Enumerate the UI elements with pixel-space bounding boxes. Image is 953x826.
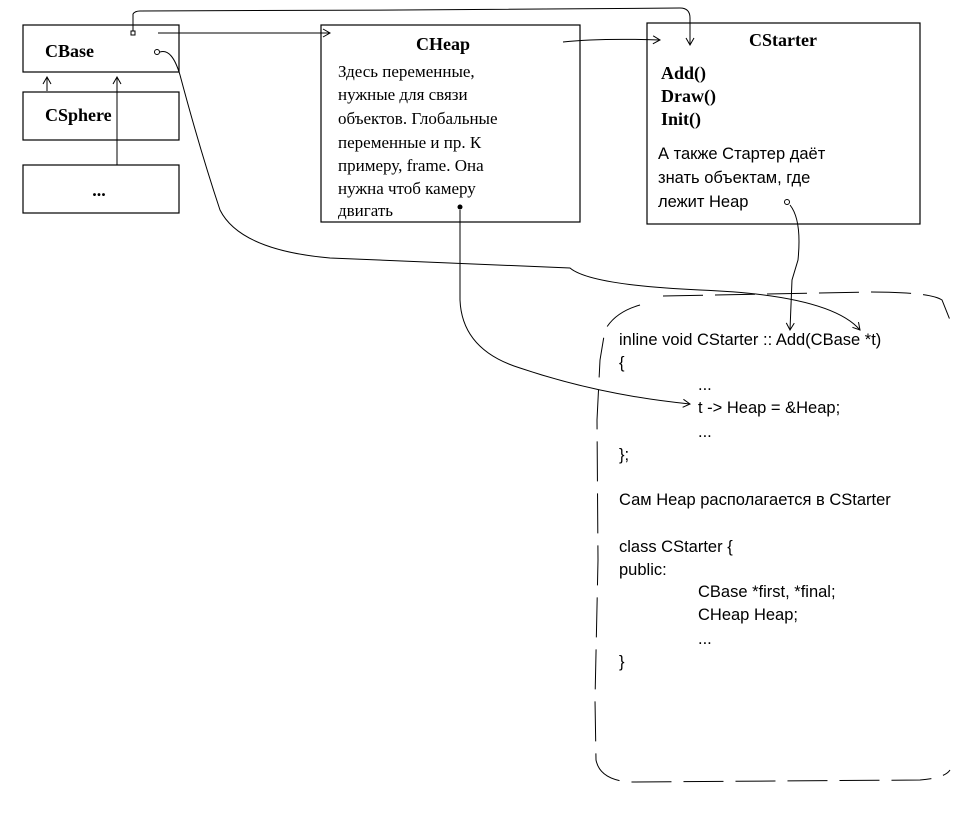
cstarter-box: CStarter Add() Draw() Init() А также Ста… bbox=[646, 22, 921, 225]
cstarter-text-line: знать объектам, где bbox=[658, 169, 810, 187]
connector-dot bbox=[154, 49, 160, 55]
cstarter-text-line: А также Стартер даёт bbox=[658, 145, 826, 163]
code-line: inline void CStarter :: Add(CBase *t) bbox=[619, 331, 881, 349]
csphere-box: CSphere bbox=[22, 91, 180, 141]
code-comment: Сам Heap располагается в CStarter bbox=[619, 491, 891, 509]
cbase-to-cstarter-arrow bbox=[132, 7, 695, 47]
code-region-border bbox=[594, 304, 951, 783]
cstarter-method: Add() bbox=[661, 63, 706, 84]
code-region-border bbox=[662, 291, 951, 321]
cheap-text-line: переменные и пр. К bbox=[338, 133, 482, 152]
connector-dot bbox=[784, 199, 790, 205]
cstarter-method: Init() bbox=[661, 109, 701, 130]
cbase-to-code-arrow bbox=[159, 50, 861, 331]
code-line: ... bbox=[698, 423, 712, 441]
code-line: ... bbox=[698, 630, 712, 648]
cheap-box: CHeap Здесь переменные, нужные для связи… bbox=[320, 24, 581, 223]
code-line: public: bbox=[619, 561, 667, 579]
code-line: t -> Heap = &Heap; bbox=[698, 399, 840, 417]
cheap-text-line: примеру, frame. Она bbox=[338, 156, 484, 175]
cheap-text-line: нужна чтоб камеру bbox=[338, 179, 476, 198]
cstarter-to-code-arrow bbox=[785, 204, 800, 332]
cheap-to-code-arrow bbox=[459, 210, 692, 408]
cbase-box: CBase bbox=[22, 24, 180, 73]
connector-dot bbox=[457, 204, 463, 210]
code-line: } bbox=[619, 653, 625, 671]
cstarter-title: CStarter bbox=[749, 30, 817, 50]
code-line: CHeap Heap; bbox=[698, 606, 798, 624]
csphere-title: CSphere bbox=[45, 105, 112, 125]
cheap-to-cstarter-arrow bbox=[562, 35, 662, 45]
other-class-title: ... bbox=[92, 180, 106, 200]
cheap-text-line: двигать bbox=[338, 201, 393, 220]
code-line: { bbox=[619, 354, 625, 372]
code-line: class CStarter { bbox=[619, 538, 733, 556]
code-region: inline void CStarter :: Add(CBase *t) { … bbox=[594, 291, 951, 783]
cheap-text-line: нужные для связи bbox=[338, 85, 468, 104]
cheap-text-line: Здесь переменные, bbox=[338, 62, 475, 81]
code-line: }; bbox=[619, 446, 629, 464]
code-line: ... bbox=[698, 376, 712, 394]
cstarter-method: Draw() bbox=[661, 86, 716, 107]
other-class-box: ... bbox=[22, 164, 180, 214]
code-line: CBase *first, *final; bbox=[698, 583, 836, 601]
cstarter-text-line: лежит Heap bbox=[658, 193, 748, 211]
cbase-title: CBase bbox=[45, 41, 94, 61]
cheap-text-line: объектов. Глобальные bbox=[338, 109, 498, 128]
cheap-title: CHeap bbox=[416, 34, 470, 54]
